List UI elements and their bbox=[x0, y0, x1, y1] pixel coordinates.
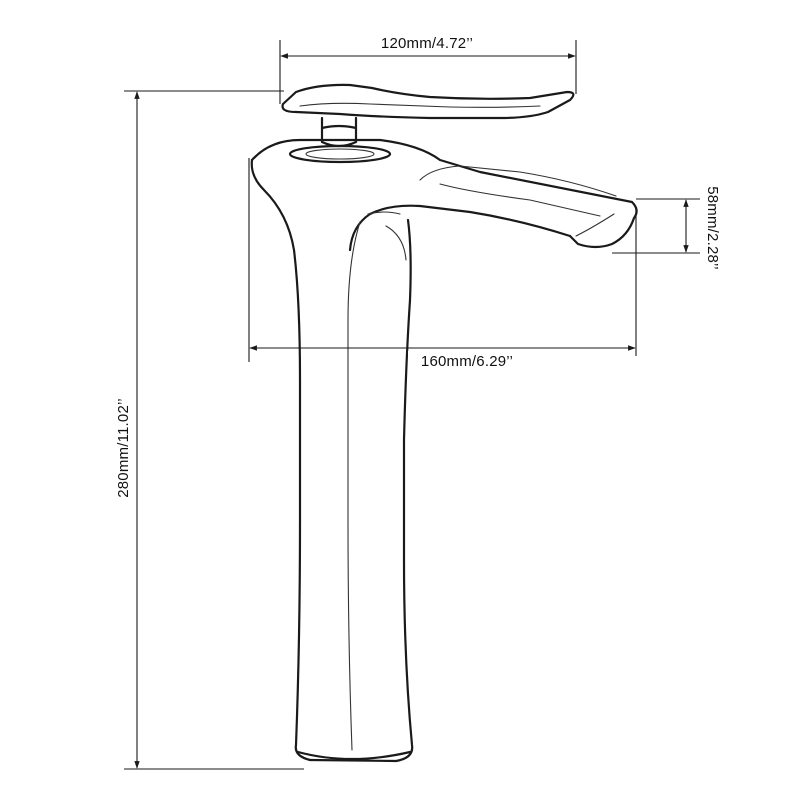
dimension-handle-width-label: 120mm/4.72’’ bbox=[381, 35, 473, 52]
faucet-collar-ring bbox=[288, 144, 392, 164]
dimension-spout-reach-label: 160mm/6.29’’ bbox=[421, 353, 513, 370]
faucet-collar-inner bbox=[305, 148, 375, 160]
dimension-spout-height: 58mm/2.28’’ bbox=[612, 186, 721, 270]
dimension-spout-reach: 160mm/6.29’’ bbox=[248, 158, 637, 370]
faucet-body-left bbox=[250, 158, 312, 762]
dimension-spout-height-label: 58mm/2.28’’ bbox=[704, 186, 721, 270]
faucet-handle-highlight bbox=[299, 102, 541, 108]
faucet-base bbox=[296, 750, 412, 761]
faucet-spout-underside bbox=[348, 204, 572, 252]
faucet-body-right bbox=[308, 218, 414, 763]
faucet-drawing bbox=[250, 83, 638, 763]
faucet-handle-lever bbox=[281, 83, 575, 120]
dimension-total-height-label: 280mm/11.02’’ bbox=[115, 398, 132, 498]
dimension-handle-width: 120mm/4.72’’ bbox=[279, 34, 577, 104]
faucet-body-facet bbox=[347, 221, 361, 751]
dimension-total-height: 280mm/11.02’’ bbox=[114, 90, 304, 770]
faucet-spout-outlet bbox=[419, 165, 617, 237]
faucet-spout-top bbox=[250, 138, 638, 249]
faucet-body-shading bbox=[367, 211, 407, 261]
faucet-handle-stem bbox=[320, 116, 358, 148]
